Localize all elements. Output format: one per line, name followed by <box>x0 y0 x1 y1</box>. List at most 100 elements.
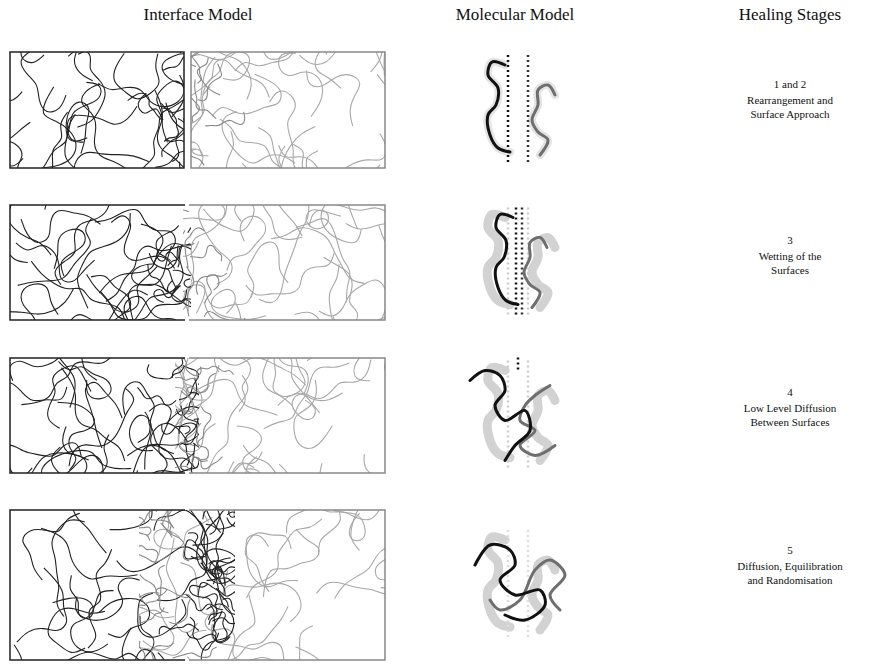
polymer-chain <box>279 53 323 117</box>
polymer-chain <box>197 423 209 459</box>
polymer-chain <box>10 205 33 218</box>
polymer-chain <box>42 450 132 473</box>
block-outline <box>10 52 184 168</box>
polymer-chain <box>28 652 139 660</box>
polymer-chain <box>61 368 124 461</box>
polymer-chain <box>191 57 215 156</box>
polymer-chain <box>233 594 276 660</box>
polymer-chain <box>198 64 222 101</box>
polymer-chain <box>183 210 189 238</box>
column-header: Healing Stages <box>700 4 880 25</box>
block-outline <box>189 205 385 320</box>
polymer-chain <box>156 226 179 261</box>
polymer-chain <box>145 412 174 454</box>
polymer-chain <box>364 454 385 473</box>
surface-line <box>527 55 530 165</box>
molecular-model <box>470 358 555 471</box>
polymer-chain <box>99 224 163 293</box>
polymer-chain <box>163 52 184 70</box>
polymer-chain <box>375 531 385 580</box>
polymer-chain <box>235 52 327 71</box>
black-chain <box>475 544 545 620</box>
polymer-chain <box>123 382 154 443</box>
interface-model <box>0 420 461 672</box>
polymer-chain <box>32 358 96 380</box>
polymer-chain <box>191 60 269 98</box>
polymer-chain <box>147 364 184 379</box>
polymer-chain <box>133 445 188 473</box>
polymer-chain <box>247 519 322 598</box>
black-network <box>10 358 199 473</box>
polymer-chain <box>10 444 32 473</box>
polymer-chain <box>23 513 80 580</box>
surface-line <box>521 208 524 318</box>
polymer-chain <box>208 612 227 639</box>
stage-name: Diffusion, Equilibration and Randomisati… <box>729 560 851 588</box>
polymer-chain <box>212 74 281 116</box>
polymer-chain <box>48 366 91 429</box>
polymer-chain <box>204 375 248 473</box>
polymer-chain <box>163 510 174 534</box>
polymer-chain <box>188 533 203 560</box>
polymer-chain <box>101 290 187 320</box>
polymer-chain <box>63 290 148 320</box>
polymer-chain <box>154 285 177 302</box>
polymer-chain <box>191 129 204 165</box>
polymer-chain <box>294 380 332 448</box>
polymer-chain <box>227 510 235 527</box>
polymer-chain <box>215 358 251 412</box>
block-outline <box>189 510 385 660</box>
polymer-chain <box>243 445 282 473</box>
polymer-chain <box>10 247 28 285</box>
polymer-chain <box>292 144 380 168</box>
polymer-chain <box>69 388 134 466</box>
polymer-chain <box>187 373 216 395</box>
polymer-chain <box>205 112 245 126</box>
polymer-chain <box>186 266 193 316</box>
polymer-chain <box>41 528 137 579</box>
polymer-chain <box>214 510 235 521</box>
polymer-chain <box>227 216 266 270</box>
polymer-chain <box>151 423 188 473</box>
polymer-chain <box>246 253 334 296</box>
polymer-chain <box>377 74 385 149</box>
polymer-chain <box>307 71 360 127</box>
polymer-chain <box>281 127 315 168</box>
grey-curls <box>191 52 245 165</box>
polymer-chain <box>210 605 229 641</box>
polymer-chain <box>179 442 207 462</box>
polymer-chain <box>139 606 174 645</box>
polymer-chain <box>139 641 160 660</box>
polymer-chain <box>155 90 184 168</box>
polymer-chain <box>216 533 223 584</box>
grey-network <box>139 510 385 660</box>
polymer-chain <box>173 647 217 658</box>
black-chain <box>487 62 510 152</box>
stage-name: Wetting of the Surfaces <box>746 250 834 278</box>
polymer-chain <box>117 547 215 577</box>
grey-curls <box>183 210 245 320</box>
polymer-chain <box>10 92 22 128</box>
polymer-chain <box>307 358 370 381</box>
polymer-chain <box>139 607 164 623</box>
polymer-chain <box>68 52 105 127</box>
polymer-chain <box>145 565 165 603</box>
black-chain <box>495 214 518 304</box>
block-outline <box>10 358 185 473</box>
polymer-chain <box>191 52 241 82</box>
polymer-chain <box>191 52 219 66</box>
polymer-chain <box>162 118 184 156</box>
polymer-chain <box>315 205 385 254</box>
polymer-chain <box>175 358 185 379</box>
polymer-chain <box>10 205 51 255</box>
polymer-chain <box>304 52 341 88</box>
polymer-chain <box>199 205 232 284</box>
polymer-chain <box>279 145 354 168</box>
polymer-chain <box>190 246 221 262</box>
grey-network <box>175 358 385 473</box>
polymer-chain <box>169 594 190 624</box>
polymer-chain <box>95 209 176 253</box>
polymer-chain <box>21 284 58 320</box>
column-header: Molecular Model <box>405 4 625 25</box>
polymer-chain <box>351 510 385 550</box>
